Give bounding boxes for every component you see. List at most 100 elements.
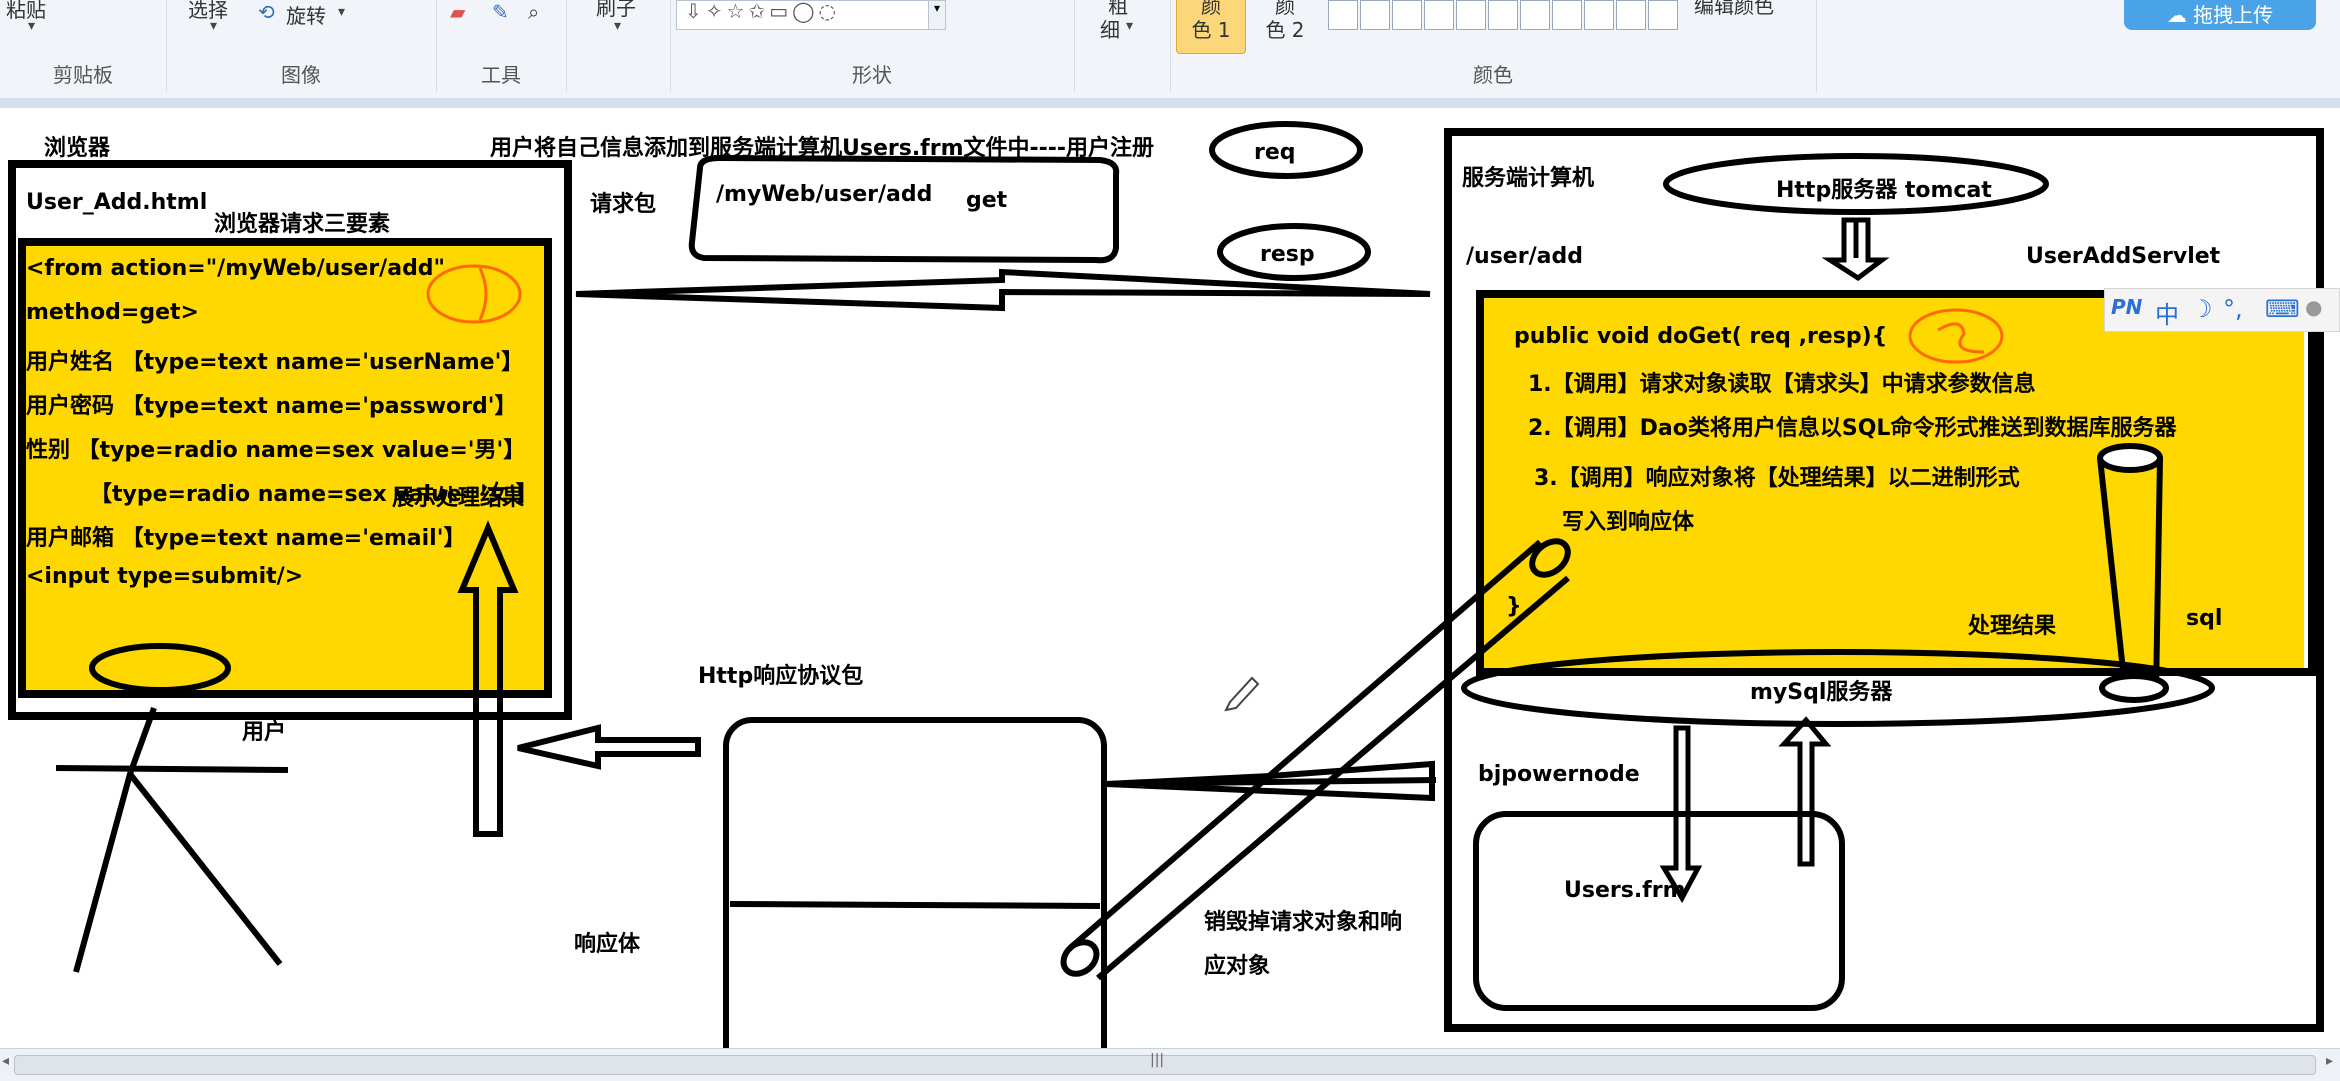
rotate-icon: ⟲ xyxy=(258,0,275,24)
size-button[interactable]: 细 xyxy=(1100,18,1120,42)
req-label: req xyxy=(1254,140,1296,165)
response-body-label: 响应体 xyxy=(574,932,641,957)
db-up-arrow xyxy=(1778,716,1832,867)
servlet-frame xyxy=(1476,290,2316,676)
edit-colors-button[interactable]: 编辑颜色 xyxy=(1694,0,1774,18)
sql-pipe-top xyxy=(2097,443,2163,473)
result-label: 处理结果 xyxy=(1968,614,2057,639)
color-swatch[interactable] xyxy=(1424,0,1454,30)
drag-upload-button[interactable]: ☁ 拖拽上传 xyxy=(2124,0,2316,30)
paste-dropdown-icon[interactable]: ▾ xyxy=(28,18,36,34)
shapes-group: ⇩✧☆✩▭◯◌ ▾ 形状 xyxy=(670,0,1075,92)
image-group-label: 图像 xyxy=(281,63,321,87)
color-swatch[interactable] xyxy=(1552,0,1582,30)
shapes-group-label: 形状 xyxy=(852,63,892,87)
mysql-label: mySql服务器 xyxy=(1750,680,1893,705)
select-button[interactable]: 选择 xyxy=(188,0,228,22)
color1-label: 色 1 xyxy=(1191,18,1231,42)
color1-button[interactable]: 颜 色 1 xyxy=(1176,0,1246,54)
response-to-user-arrow xyxy=(517,724,701,770)
shapes-gallery[interactable]: ⇩✧☆✩▭◯◌ xyxy=(676,0,946,30)
response-body-divider xyxy=(729,901,1101,909)
form-frame xyxy=(18,238,552,698)
ime-toolbar[interactable]: PN 中 ☽ °, ⌨ ● xyxy=(2104,288,2340,332)
close-brace: } xyxy=(1506,594,1522,619)
user-label: 用户 xyxy=(242,720,287,745)
servlet-code-highlight xyxy=(1482,296,2304,670)
magnifier-icon[interactable]: ⌕ xyxy=(528,0,540,24)
clipboard-group-label: 剪贴板 xyxy=(53,63,113,87)
user-head xyxy=(89,643,231,693)
scrollbar-grip-icon: ||| xyxy=(1150,1052,1165,1068)
users-frm-label: Users.frm xyxy=(1564,878,1686,903)
form-line: 用户邮箱 【type=text name='email'】 xyxy=(26,526,466,551)
ime-mode-toggle[interactable]: 中 xyxy=(2155,301,2179,329)
color-swatch[interactable] xyxy=(1360,0,1390,30)
select-dropdown-icon[interactable]: ▾ xyxy=(210,18,218,34)
color-swatch[interactable] xyxy=(1456,0,1486,30)
destroy-note-2: 应对象 xyxy=(1204,954,1271,979)
rotate-dropdown-icon[interactable]: ▾ xyxy=(338,4,346,20)
size-label-top: 粗 xyxy=(1108,0,1128,18)
size-dropdown-icon[interactable]: ▾ xyxy=(1126,18,1134,34)
eraser-icon[interactable]: ▰ xyxy=(450,0,466,24)
request-packet-box xyxy=(688,154,1120,264)
color1-label-top: 颜 xyxy=(1201,0,1221,18)
ribbon-separator xyxy=(0,98,2340,108)
ime-moon-icon[interactable]: ☽ xyxy=(2191,295,2213,323)
display-up-arrow xyxy=(457,520,519,837)
rotate-button[interactable]: 旋转 xyxy=(286,4,326,28)
annotation-circle-1 xyxy=(426,264,522,324)
write-tube-top xyxy=(1529,538,1571,578)
brushes-dropdown-icon[interactable]: ▾ xyxy=(614,18,622,34)
color-picker-icon[interactable]: ✎ xyxy=(492,0,509,24)
shapes-gallery-more-icon[interactable]: ▾ xyxy=(928,0,946,30)
color-swatch[interactable] xyxy=(1520,0,1550,30)
browser-filename: User_Add.html xyxy=(26,190,208,215)
horizontal-scrollbar[interactable] xyxy=(0,1048,2340,1081)
color2-button[interactable]: 颜 色 2 xyxy=(1250,0,1320,54)
color-swatch[interactable] xyxy=(1392,0,1422,30)
cloud-icon: ☁ xyxy=(2166,3,2194,27)
form-line: <input type=submit/> xyxy=(26,564,304,589)
annotation-circle-2 xyxy=(1908,308,2004,364)
tools-group-label: 工具 xyxy=(481,63,521,87)
color-swatch[interactable] xyxy=(1328,0,1358,30)
pencil-cursor-icon xyxy=(1224,676,1260,712)
color-swatch[interactable] xyxy=(1584,0,1614,30)
users-frm-box xyxy=(1473,811,1845,1011)
response-arrow xyxy=(1105,760,1437,802)
clipboard-group: 粘贴 ▾ 剪贴板 xyxy=(0,0,167,92)
sql-label: sql xyxy=(2186,606,2223,631)
paste-button[interactable]: 粘贴 xyxy=(6,0,46,22)
server-frame xyxy=(1444,128,2324,1032)
method-signature: public void doGet( req ,resp){ xyxy=(1514,324,1888,349)
request-arrow xyxy=(575,268,1431,312)
servlet-step: 2.【调用】Dao类将用户信息以SQL命令形式推送到数据库服务器 xyxy=(1528,416,2177,441)
color-swatch[interactable] xyxy=(1616,0,1646,30)
response-packet-box xyxy=(723,717,1107,1048)
ime-logo-icon: PN xyxy=(2111,295,2143,319)
request-three-elements: 浏览器请求三要素 xyxy=(214,212,391,237)
form-line: 性别 【type=radio name=sex value='男'】 xyxy=(26,438,526,463)
ime-punct-icon[interactable]: °, xyxy=(2223,295,2243,323)
user-body xyxy=(55,706,289,973)
request-method: get xyxy=(966,188,1008,213)
servlet-step: 1.【调用】请求对象读取【请求头】中请求参数信息 xyxy=(1528,372,2036,397)
ime-user-icon[interactable]: ● xyxy=(2305,295,2323,319)
drawing-canvas[interactable]: 浏览器 用户将自己信息添加到服务端计算机Users.frm文件中----用户注册… xyxy=(0,108,2340,1048)
ime-keyboard-icon[interactable]: ⌨ xyxy=(2265,295,2300,323)
servlet-step: 写入到响应体 xyxy=(1562,510,1695,535)
brushes-button[interactable]: 刷子 xyxy=(596,0,636,20)
sql-pipe-bottom xyxy=(2099,673,2169,703)
form-line: 用户密码 【type=text name='password'】 xyxy=(26,394,517,419)
scroll-left-icon[interactable]: ◂ xyxy=(2,1053,10,1069)
color-swatch[interactable] xyxy=(1648,0,1678,30)
annotation-mark-2 xyxy=(1937,322,1985,354)
scroll-right-icon[interactable]: ▸ xyxy=(2326,1053,2334,1069)
tomcat-ellipse xyxy=(1663,153,2049,215)
color-swatch[interactable] xyxy=(1488,0,1518,30)
form-line: 【type=radio name=sex value='女'】 xyxy=(90,482,538,507)
scrollbar-thumb[interactable] xyxy=(14,1055,2316,1075)
image-group: 选择 ▾ ⟲ 旋转 ▾ 图像 xyxy=(166,0,437,92)
